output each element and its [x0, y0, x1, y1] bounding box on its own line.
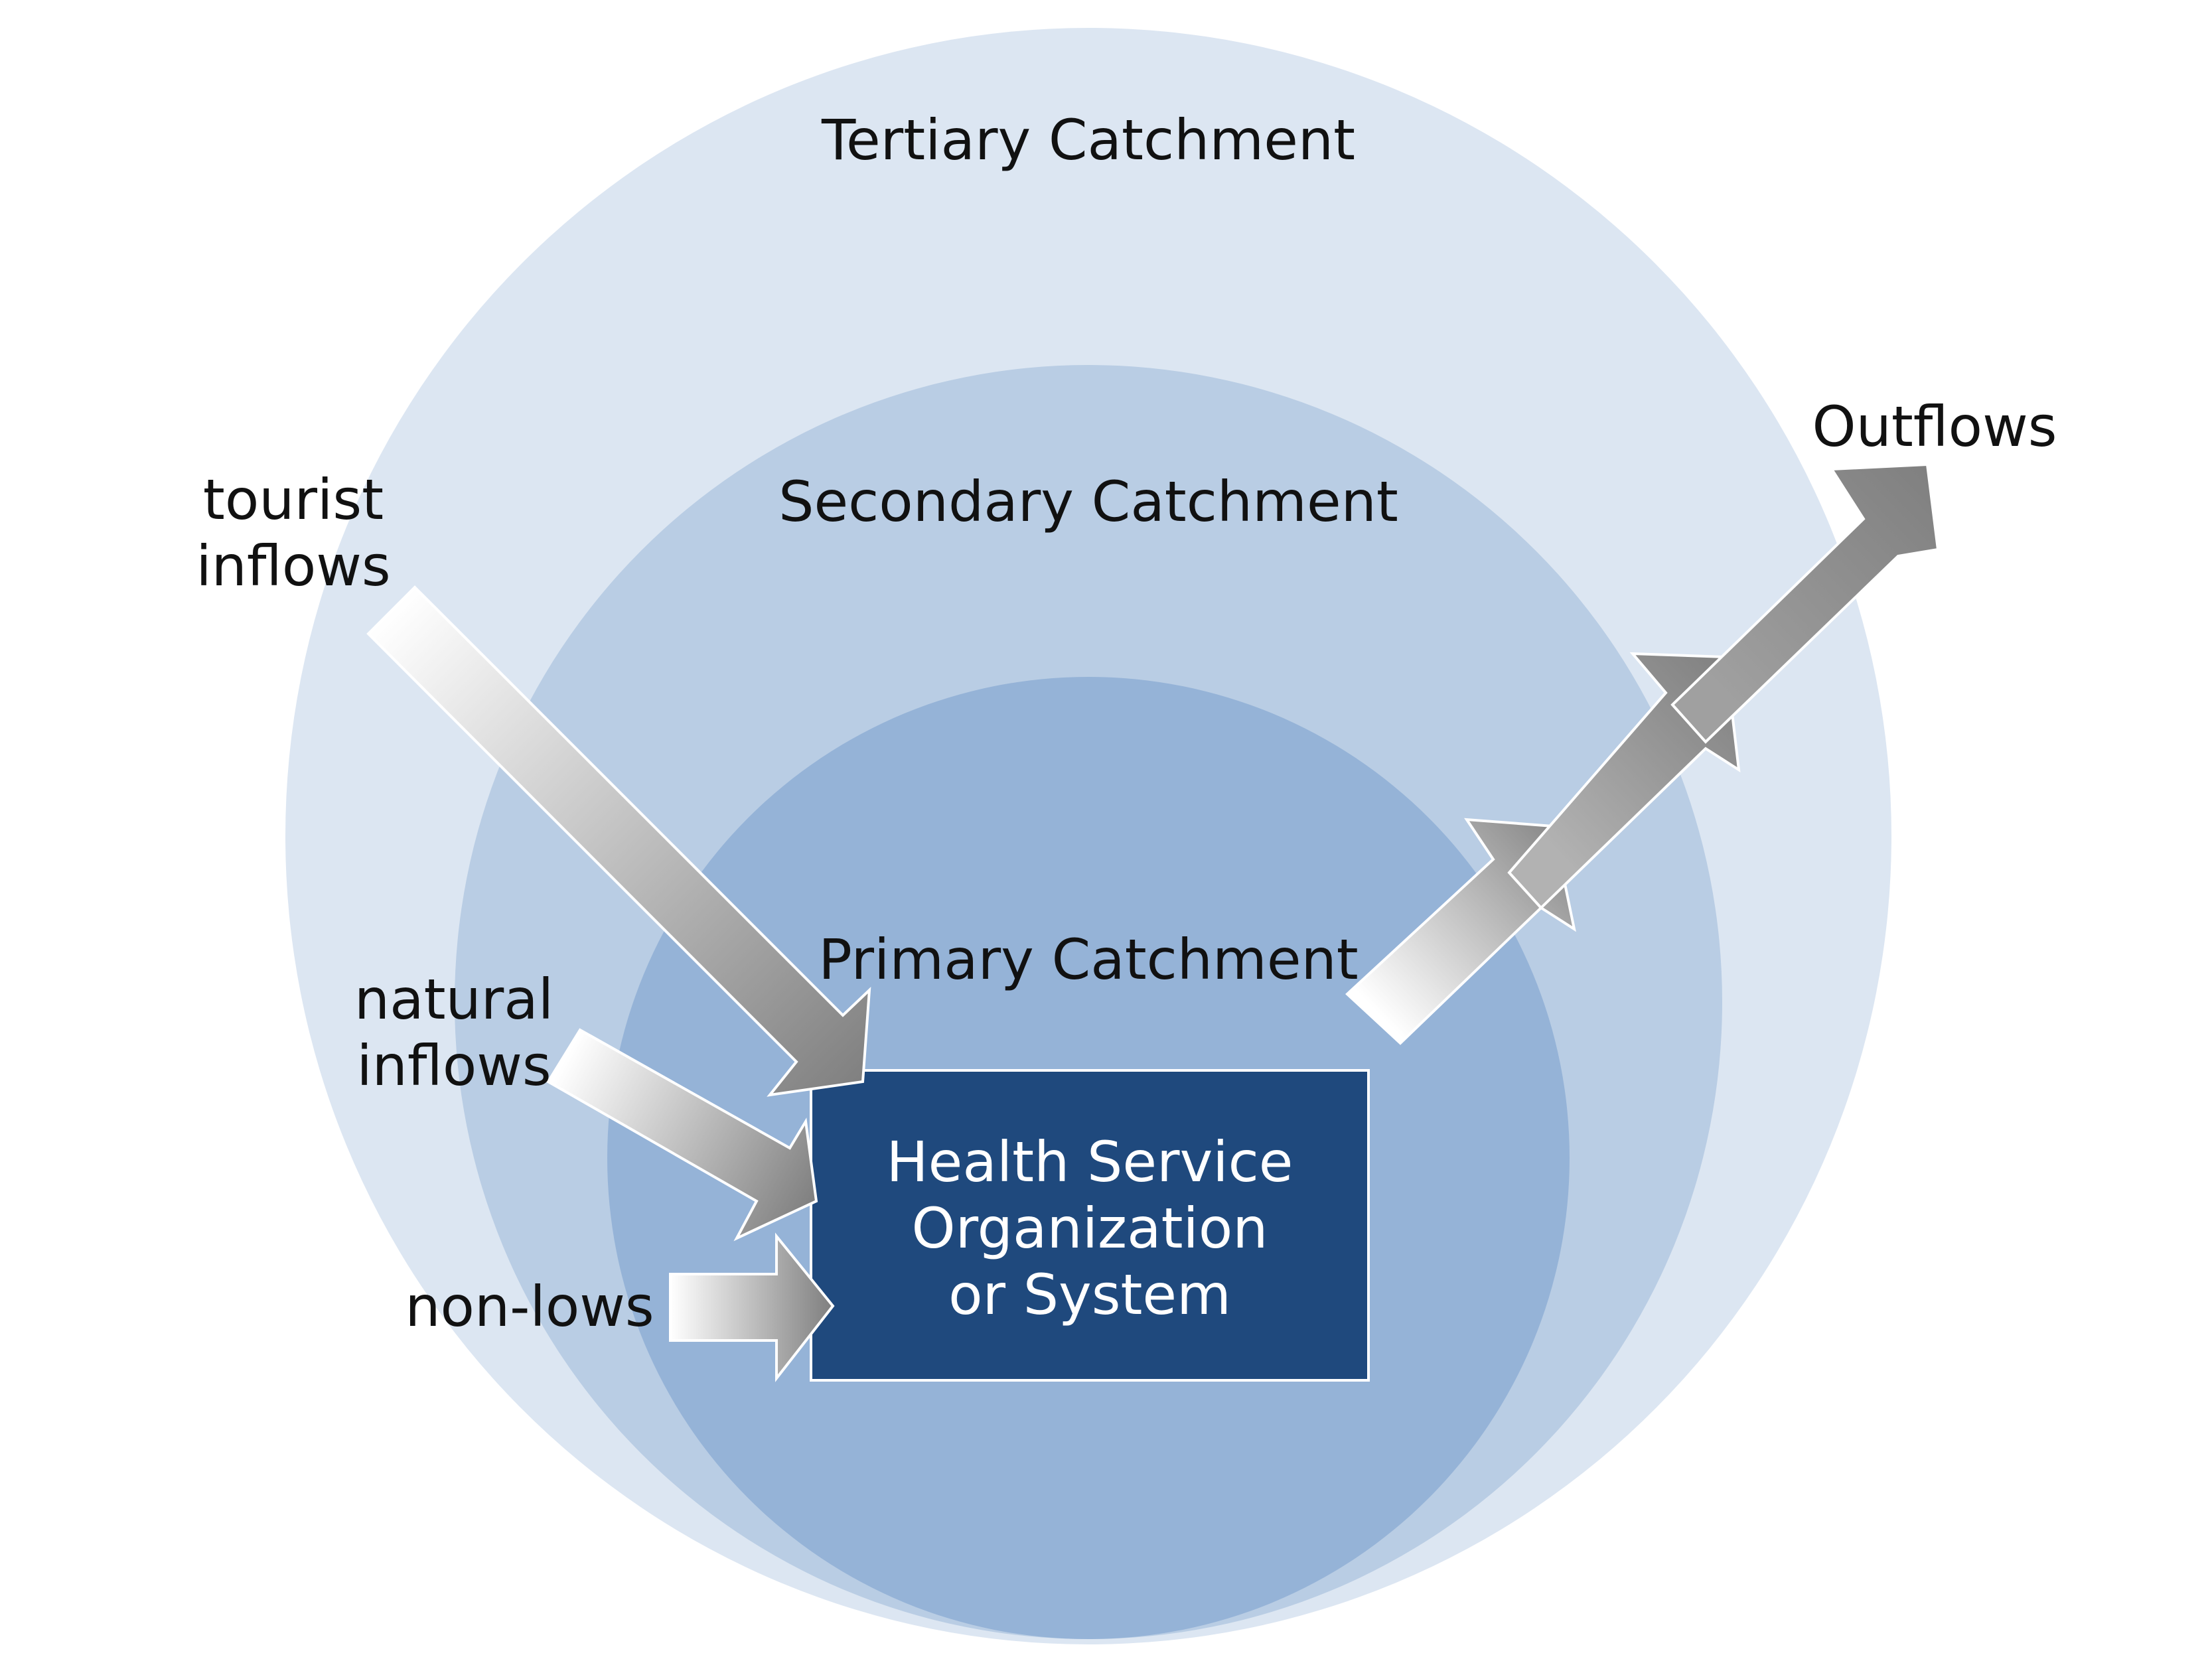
health-service-label-line-2: Organization [911, 1196, 1268, 1261]
secondary-catchment-label: Secondary Catchment [778, 469, 1398, 534]
tourist-inflows-label-line-2: inflows [196, 534, 390, 599]
natural-inflow-arrow [546, 1028, 818, 1242]
tourist-inflows-label-line-1: tourist [203, 467, 384, 532]
health-service-label-line-3: or System [948, 1262, 1231, 1327]
primary-catchment-label: Primary Catchment [818, 927, 1358, 992]
natural-inflows-label-line-2: inflows [356, 1033, 551, 1098]
outflows-label: Outflows [1812, 394, 2057, 459]
health-service-label-line-1: Health Service [887, 1129, 1293, 1194]
outflow-arrow-segment-3 [1670, 463, 1940, 744]
tourist-inflow-arrow [366, 585, 871, 1097]
natural-inflows-label-line-1: natural [354, 967, 553, 1032]
nonlows-arrow [669, 1232, 835, 1382]
tertiary-catchment-label: Tertiary Catchment [821, 108, 1355, 173]
health-service-box [810, 1069, 1370, 1382]
nonlows-label: non-lows [405, 1274, 654, 1339]
